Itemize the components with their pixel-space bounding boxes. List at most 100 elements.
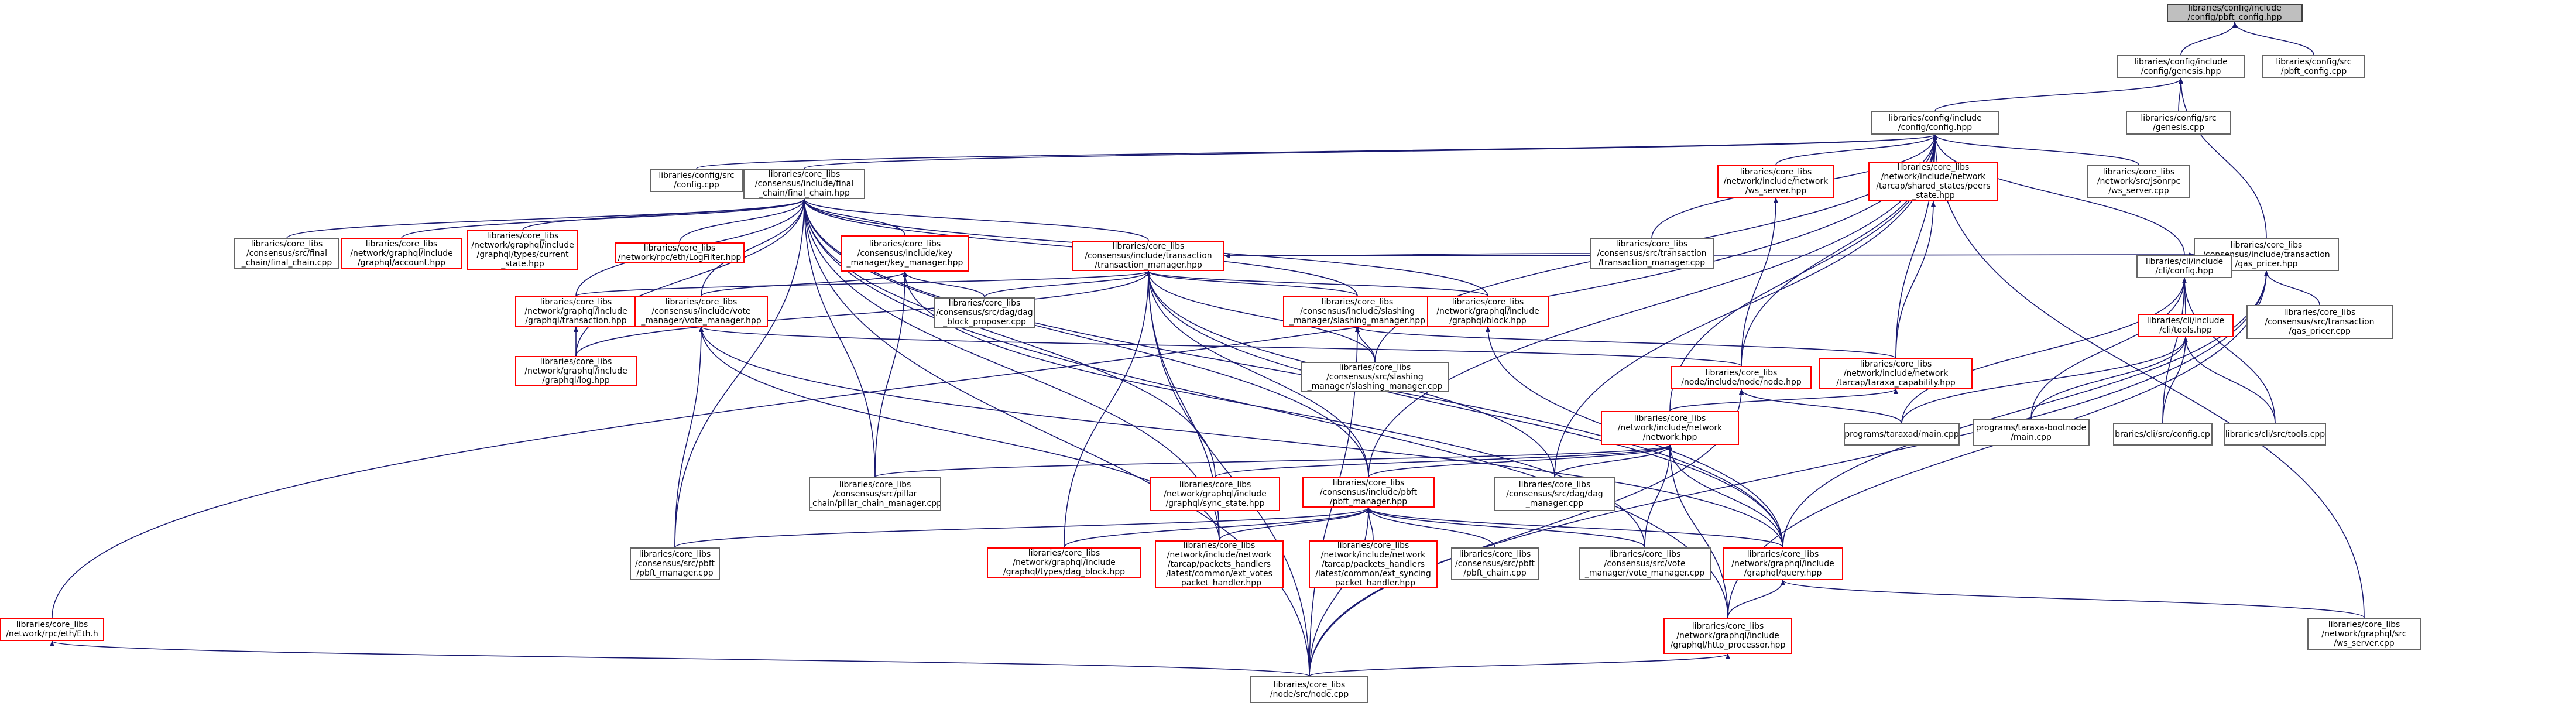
node-bootnode-main-cpp[interactable]: programs/taraxa-bootnode/main.cpp [1973, 419, 2090, 446]
node-label-line: /pbft_manager.cpp [636, 568, 714, 578]
node-label-line: /latest/common/ext_syncing [1315, 569, 1431, 578]
node-label-line: /ws_server.cpp [2334, 639, 2395, 648]
node-config-cpp[interactable]: libraries/config/src/config.cpp [650, 169, 743, 192]
node-label-line: /graphql/block.hpp [1449, 316, 1527, 326]
edge-graphql-ws-cpp-to-graphql-query-hpp [1781, 580, 2365, 618]
node-http-processor-hpp[interactable]: libraries/core_libs/network/graphql/incl… [1663, 618, 1792, 654]
node-root[interactable]: libraries/config/include/config/pbft_con… [2167, 4, 2303, 22]
node-label-line: libraries/core_libs [365, 239, 438, 249]
edge-node-hpp-to-ws-server-hpp [1741, 197, 1778, 367]
node-ext-votes-handler-hpp[interactable]: libraries/core_libs/network/include/netw… [1155, 540, 1284, 588]
node-label-line: /cli/tools.hpp [2159, 326, 2212, 335]
node-label-line: /network/src/jsonrpc [2097, 177, 2181, 186]
node-dag-block-proposer-cpp[interactable]: libraries/core_libs/consensus/src/dag/da… [934, 297, 1035, 328]
edge-tx-manager-hpp-to-final-chain-hpp [802, 198, 1149, 241]
node-config-hpp[interactable]: libraries/config/include/config/config.h… [1871, 111, 1999, 135]
node-graphql-tx-hpp[interactable]: libraries/core_libs/network/graphql/incl… [515, 296, 637, 327]
node-pbft-config-cpp[interactable]: libraries/config/src/pbft_config.cpp [2262, 55, 2365, 78]
node-vote-manager-hpp[interactable]: libraries/core_libs/consensus/include/vo… [634, 296, 768, 327]
edge-final-chain-hpp-to-config-hpp [804, 134, 1937, 169]
node-label-line: /graphql/sync_state.hpp [1165, 499, 1265, 508]
node-genesis-cpp[interactable]: libraries/config/src/genesis.cpp [2126, 111, 2231, 135]
node-label-line: libraries/core_libs [486, 231, 559, 241]
node-tx-manager-cpp[interactable]: libraries/core_libs/consensus/src/transa… [1590, 238, 1714, 269]
node-label-line: /network/graphql/include [1013, 558, 1116, 567]
edge-sync-state-hpp-to-final-chain-hpp [802, 198, 1216, 478]
node-current-state-hpp[interactable]: libraries/core_libs/network/graphql/incl… [467, 230, 578, 270]
node-ws-server-hpp[interactable]: libraries/core_libs/network/include/netw… [1717, 165, 1834, 198]
edge-key-manager-hpp-to-final-chain-hpp [802, 198, 905, 236]
node-graphql-query-hpp[interactable]: libraries/core_libs/network/graphql/incl… [1723, 547, 1843, 580]
node-label-line: libraries/core_libs [1459, 550, 1531, 559]
node-label-line: libraries/core_libs [1860, 359, 1932, 369]
node-pbft-chain-cpp[interactable]: libraries/core_libs/consensus/src/pbft/p… [1451, 547, 1539, 580]
node-dag-block-hpp[interactable]: libraries/core_libs/network/graphql/incl… [987, 547, 1141, 578]
edge-dag-block-proposer-cpp-to-key-manager-hpp [903, 271, 985, 298]
node-slashing-manager-cpp[interactable]: libraries/core_libs/consensus/src/slashi… [1301, 362, 1449, 392]
node-pillar-chain-manager-cpp[interactable]: libraries/core_libs/consensus/src/pillar… [809, 477, 941, 511]
node-node-hpp[interactable]: libraries/core_libs/node/include/node/no… [1671, 366, 1812, 389]
node-label-line: /consensus/src/dag/dag [936, 308, 1033, 317]
node-label-line: /consensus/include/transaction [2203, 250, 2330, 259]
node-logfilter-hpp[interactable]: libraries/core_libs/network/rpc/eth/LogF… [615, 242, 745, 263]
edge-slashing-manager-cpp-to-tx-manager-hpp [1146, 270, 1376, 362]
node-genesis-hpp[interactable]: libraries/config/include/config/genesis.… [2117, 55, 2245, 78]
edge-bootnode-main-cpp-to-cli-tools-hpp [2030, 337, 2188, 420]
node-graphql-ws-cpp[interactable]: libraries/core_libs/network/graphql/src/… [2307, 618, 2421, 650]
node-peers-state-hpp[interactable]: libraries/core_libs/network/include/netw… [1868, 162, 1998, 201]
node-label-line: /network/include/network [1167, 550, 1272, 560]
edge-cli-tools-cpp-to-cli-tools-hpp [2183, 337, 2276, 424]
node-node-cpp[interactable]: libraries/core_libs/node/src/node.cpp [1250, 676, 1368, 703]
edge-taraxad-main-cpp-to-node-hpp [1739, 389, 1902, 424]
node-label-line: /consensus/include/final [754, 179, 854, 189]
node-slashing-manager-hpp[interactable]: libraries/core_libs/consensus/include/sl… [1283, 296, 1432, 327]
node-final-chain-hpp[interactable]: libraries/core_libs/consensus/include/fi… [743, 169, 865, 199]
node-label-line: /network/graphql/include [471, 241, 574, 250]
node-label-line: libraries/core_libs [1705, 368, 1778, 378]
edge-config-hpp-to-genesis-hpp [1934, 78, 2183, 112]
node-label-line: /network/include/network [1843, 369, 1949, 378]
node-label-line: _manager/slashing_manager.cpp [1307, 382, 1443, 391]
node-graphql-log-hpp[interactable]: libraries/core_libs/network/graphql/incl… [515, 356, 637, 386]
node-label-line: _chain/final_chain.hpp [759, 189, 850, 198]
node-label-line: libraries/core_libs [2283, 308, 2356, 317]
node-vote-manager-cpp[interactable]: libraries/core_libs/consensus/src/vote_m… [1579, 547, 1711, 580]
node-label-line: /consensus/src/dag/dag [1506, 489, 1603, 499]
node-taraxad-main-cpp[interactable]: programs/taraxad/main.cpp [1844, 423, 1960, 446]
node-pbft-manager-cpp[interactable]: libraries/core_libs/consensus/src/pbft/p… [630, 547, 720, 580]
node-label-line: libraries/cli/src/tools.cpp [2225, 430, 2325, 439]
node-label-line: /gas_pricer.hpp [2235, 259, 2298, 269]
node-final-chain-cpp[interactable]: libraries/core_libs/consensus/src/final_… [234, 238, 339, 269]
node-cli-tools-hpp[interactable]: libraries/cli/include/cli/tools.hpp [2138, 314, 2234, 337]
edge-pbft-manager-cpp-to-vote-manager-hpp [674, 326, 704, 548]
edge-taraxad-main-cpp-to-cli-tools-hpp [1901, 337, 2188, 424]
node-taraxa-capability-hpp[interactable]: libraries/core_libs/network/include/netw… [1819, 358, 1973, 389]
node-ext-syncing-handler-hpp[interactable]: libraries/core_libs/network/include/netw… [1309, 540, 1438, 588]
node-label-line: libraries/cli/src/config.cpp [2113, 430, 2213, 439]
node-network-hpp[interactable]: libraries/core_libs/network/include/netw… [1601, 411, 1739, 445]
node-cli-config-hpp[interactable]: libraries/cli/include/cli/config.hpp [2136, 255, 2232, 278]
node-gas-pricer-cpp[interactable]: libraries/core_libs/consensus/src/transa… [2246, 305, 2393, 339]
node-account-hpp[interactable]: libraries/core_libs/network/graphql/incl… [341, 238, 462, 269]
node-label-line: _manager/slashing_manager.hpp [1289, 316, 1425, 326]
node-cli-config-cpp[interactable]: libraries/cli/src/config.cpp [2113, 423, 2213, 446]
node-cli-tools-cpp[interactable]: libraries/cli/src/tools.cpp [2224, 423, 2326, 446]
edge-gas-pricer-hpp-to-genesis-hpp [2179, 78, 2267, 239]
node-label-line: libraries/core_libs [540, 297, 612, 307]
node-tx-manager-hpp[interactable]: libraries/core_libs/consensus/include/tr… [1072, 241, 1224, 271]
node-eth-face-h[interactable]: libraries/core_libs/network/rpc/eth/Eth.… [0, 618, 104, 641]
node-label-line: libraries/cli/include [2145, 257, 2224, 266]
node-label-line: libraries/core_libs [1615, 239, 1688, 249]
node-key-manager-hpp[interactable]: libraries/core_libs/consensus/include/ke… [841, 235, 969, 272]
edge-pbft-config-cpp-to-root [2232, 22, 2314, 56]
node-label-line: /consensus/src/transaction [2265, 317, 2375, 327]
node-jsonrpc-ws-cpp[interactable]: libraries/core_libs/network/src/jsonrpc/… [2087, 165, 2190, 198]
node-dag-manager-cpp[interactable]: libraries/core_libs/consensus/src/dag/da… [1494, 477, 1615, 511]
node-sync-state-hpp[interactable]: libraries/core_libs/network/graphql/incl… [1150, 477, 1280, 511]
node-label-line: /consensus/include/key [857, 249, 953, 258]
node-label-line: /transaction_manager.cpp [1598, 258, 1706, 268]
node-pbft-manager-hpp[interactable]: libraries/core_libs/consensus/include/pb… [1302, 477, 1435, 508]
node-graphql-block-hpp[interactable]: libraries/core_libs/network/graphql/incl… [1427, 296, 1549, 327]
node-gas-pricer-hpp[interactable]: libraries/core_libs/consensus/include/tr… [2194, 238, 2339, 271]
